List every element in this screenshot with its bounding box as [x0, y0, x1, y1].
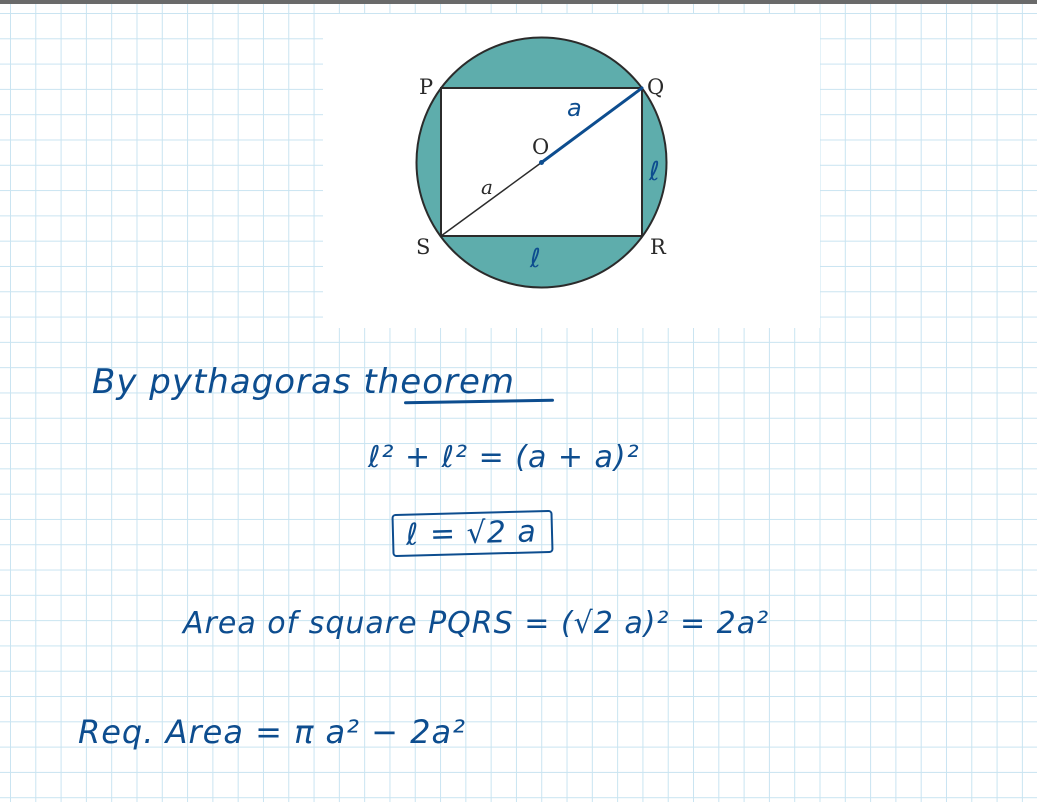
side-label-right: ℓ: [648, 157, 660, 187]
vertex-label-p: P: [419, 75, 433, 99]
boxed-result: ℓ = √2 a: [391, 509, 554, 558]
window-top-border: [0, 0, 1037, 4]
vertex-label-s: S: [416, 235, 430, 259]
vertex-label-r: R: [650, 235, 667, 259]
pythagoras-equation: ℓ² + ℓ² = (a + a)²: [368, 440, 640, 475]
figure-svg: P Q R S O a a ℓ ℓ: [415, 36, 668, 289]
center-label-o: O: [532, 135, 549, 159]
diagonal-o-to-q: [540, 86, 644, 164]
center-point-o: [539, 160, 544, 165]
side-label-bottom: ℓ: [529, 244, 541, 274]
half-diagonal-label-lower: a: [481, 175, 493, 199]
vertex-label-q: Q: [647, 75, 664, 99]
theorem-note: By pythagoras theorem: [92, 362, 516, 402]
geometry-figure: P Q R S O a a ℓ ℓ: [323, 14, 820, 328]
area-of-square-line: Area of square PQRS = (√2 a)² = 2a²: [183, 606, 770, 641]
required-area-line: Req. Area = π a² − 2a²: [78, 713, 466, 751]
diagonal-s-to-o: [440, 161, 542, 237]
half-diagonal-label-upper: a: [567, 94, 582, 122]
